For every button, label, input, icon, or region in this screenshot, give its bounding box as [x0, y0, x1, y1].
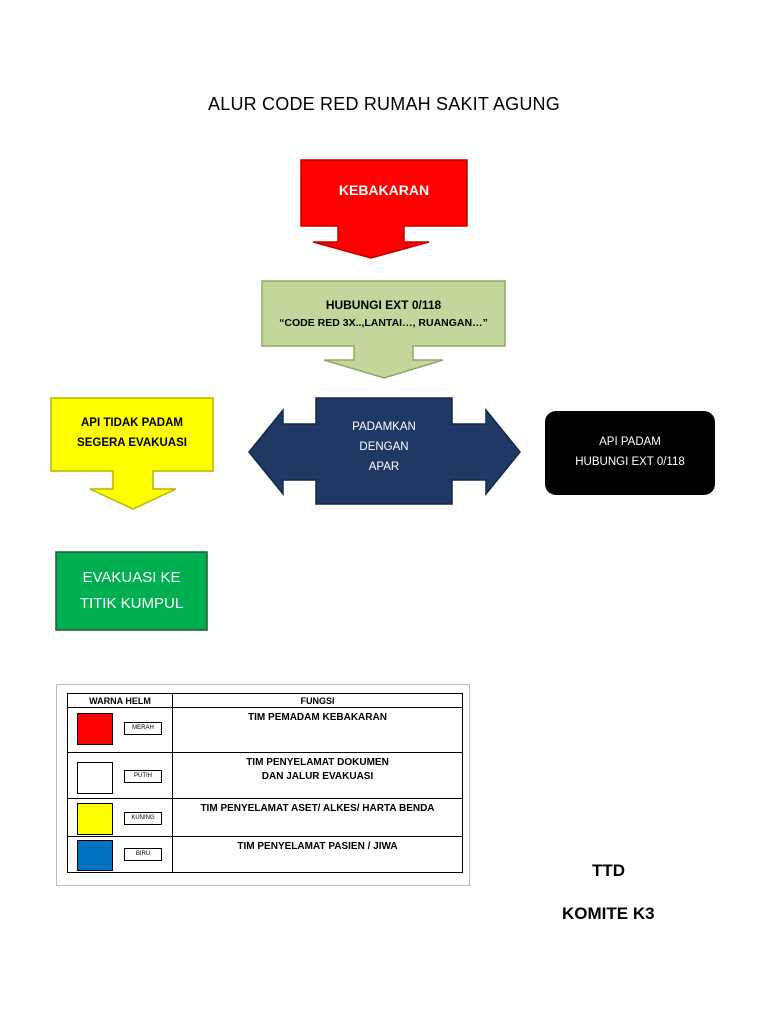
padamkan-label-line3: APAR: [368, 461, 400, 474]
api-padam-label-box: API PADAM HUBUNGI EXT 0/118: [545, 424, 715, 480]
hubungi-label-line1: HUBUNGI EXT 0/118: [325, 297, 442, 312]
legend-fungsi-cell: TIM PENYELAMAT DOKUMEN DAN JALUR EVAKUAS…: [172, 752, 463, 799]
legend-header-row: WARNA HELM FUNGSI: [67, 693, 463, 708]
helmet-color-chip: BIRU: [124, 848, 162, 861]
legend-fungsi-line2: DAN JALUR EVAKUASI: [261, 770, 374, 782]
legend-fungsi-line1: TIM PENYELAMAT ASET/ ALKES/ HARTA BENDA: [200, 803, 435, 814]
kebakaran-label-box: KEBAKARAN: [301, 176, 467, 206]
signature-komite: KOMITE K3: [562, 904, 655, 923]
legend-fungsi-line1: TIM PENYELAMAT DOKUMEN: [246, 757, 389, 768]
legend-fungsi-cell: TIM PEMADAM KEBAKARAN: [172, 707, 463, 753]
legend-helm-cell: MERAH: [67, 707, 173, 753]
padamkan-label-box: PADAMKAN DENGAN APAR: [316, 414, 452, 480]
kebakaran-label: KEBAKARAN: [338, 182, 430, 199]
helmet-legend-table: WARNA HELM FUNGSI MERAH TIM PEMADAM KEBA…: [67, 693, 463, 873]
legend-fungsi-line1: TIM PEMADAM KEBAKARAN: [248, 712, 387, 723]
legend-fungsi-cell: TIM PENYELAMAT ASET/ ALKES/ HARTA BENDA: [172, 798, 463, 837]
evakuasi-line1: EVAKUASI KE: [82, 568, 181, 586]
hubungi-label-line2: “CODE RED 3X..,LANTAI…, RUANGAN…”: [279, 317, 488, 330]
padamkan-shape: [248, 397, 521, 505]
helmet-color-chip: KUNING: [124, 812, 162, 825]
legend-row: KUNING TIM PENYELAMAT ASET/ ALKES/ HARTA…: [67, 798, 463, 837]
api-padam-line1: API PADAM: [599, 435, 661, 448]
kebakaran-shape: [300, 159, 468, 259]
helmet-color-chip: PUTIH: [124, 770, 162, 783]
api-tidak-padam-shape: [50, 397, 214, 510]
evakuasi-label-box: EVAKUASI KE TITIK KUMPUL: [56, 556, 207, 626]
api-tidak-padam-line2: SEGERA EVAKUASI: [77, 437, 187, 449]
page-title: ALUR CODE RED RUMAH SAKIT AGUNG: [208, 94, 560, 114]
helmet-swatch-biru: [77, 840, 113, 871]
hubungi-label-box: HUBUNGI EXT 0/118 “CODE RED 3X..,LANTAI……: [262, 292, 505, 336]
helmet-swatch-merah: [77, 713, 113, 745]
padamkan-label-line2: DENGAN: [359, 440, 409, 453]
evakuasi-line2: TITIK KUMPUL: [79, 595, 184, 612]
api-padam-line2: HUBUNGI EXT 0/118: [575, 456, 685, 468]
legend-row: PUTIH TIM PENYELAMAT DOKUMEN DAN JALUR E…: [67, 752, 463, 799]
api-tidak-padam-label-box: API TIDAK PADAM SEGERA EVAKUASI: [51, 410, 213, 456]
signature-ttd: TTD: [592, 861, 626, 880]
helmet-legend: WARNA HELM FUNGSI MERAH TIM PEMADAM KEBA…: [56, 684, 470, 886]
api-tidak-padam-line1: API TIDAK PADAM: [80, 416, 183, 429]
helmet-swatch-putih: [77, 762, 113, 794]
legend-helm-cell: BIRU: [67, 836, 173, 873]
legend-helm-cell: KUNING: [67, 798, 173, 837]
legend-helm-cell: PUTIH: [67, 752, 173, 799]
hubungi-shape: [261, 280, 506, 379]
legend-fungsi-line1: TIM PENYELAMAT PASIEN / JIWA: [237, 841, 398, 852]
legend-row: BIRU TIM PENYELAMAT PASIEN / JIWA: [67, 836, 463, 873]
evakuasi-shape: [55, 551, 208, 631]
api-padam-shape: [545, 411, 715, 495]
helmet-swatch-kuning: [77, 803, 113, 835]
legend-header-fungsi: FUNGSI: [172, 693, 463, 708]
helmet-color-chip: MERAH: [124, 722, 162, 735]
padamkan-label-line1: PADAMKAN: [352, 420, 416, 433]
legend-fungsi-cell: TIM PENYELAMAT PASIEN / JIWA: [172, 836, 463, 873]
legend-header-helm: WARNA HELM: [67, 693, 173, 708]
legend-row: MERAH TIM PEMADAM KEBAKARAN: [67, 707, 463, 753]
